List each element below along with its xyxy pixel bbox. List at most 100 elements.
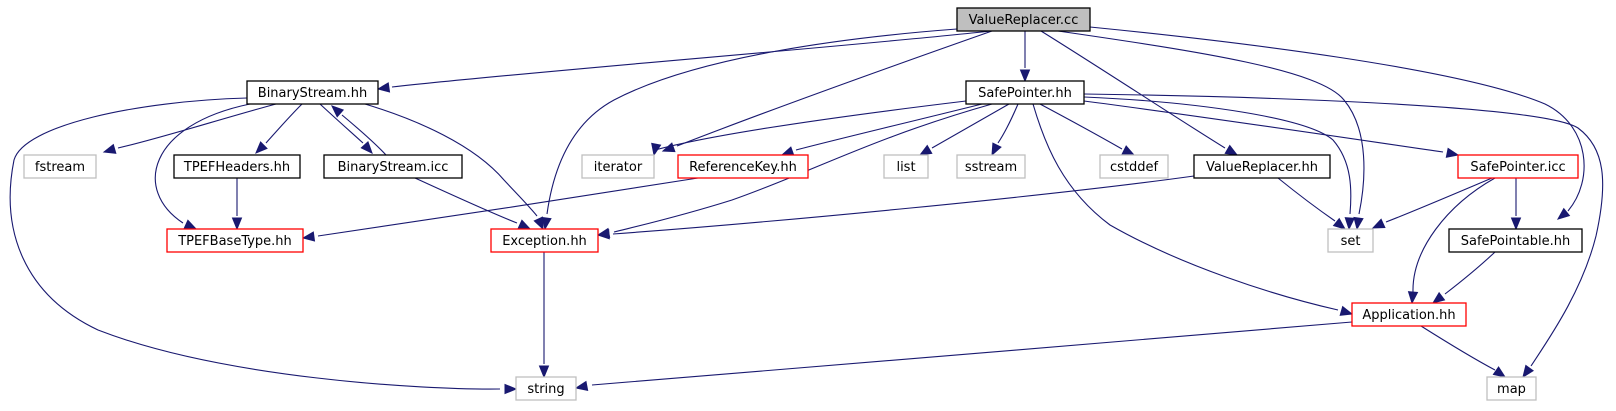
node-box	[1193, 154, 1331, 179]
node-valuereplacer-hh[interactable]: ValueReplacer.hh	[1193, 154, 1331, 179]
edge-tpefheaders_hh-to-tpefbasetype_hh	[231, 178, 243, 231]
node-label: sstream	[965, 160, 1017, 175]
node-label: SafePointer.icc	[1470, 160, 1565, 175]
edge-arrowhead	[517, 219, 532, 230]
edge-arrowhead	[1332, 217, 1347, 230]
edge-arrowhead	[538, 365, 550, 379]
edge-safepointer_icc-to-application_hh	[1407, 177, 1496, 305]
node-label: TPEFBaseType.hh	[177, 234, 292, 249]
edge-line	[1040, 30, 1226, 149]
node-label: SafePointable.hh	[1461, 234, 1571, 249]
edge-safepointer_icc-to-set	[1371, 177, 1493, 229]
node-label: string	[527, 382, 564, 397]
node-set: set	[1327, 228, 1374, 253]
edge-arrowhead	[1371, 218, 1386, 229]
node-label: Application.hh	[1362, 308, 1455, 323]
edge-line	[341, 114, 387, 156]
edge-line	[391, 30, 992, 88]
node-sstream: sstream	[956, 154, 1026, 179]
edge-line	[319, 103, 364, 144]
edge-line	[612, 175, 1195, 235]
node-label: cstddef	[1110, 160, 1159, 175]
node-safepointer-hh[interactable]: SafePointer.hh	[965, 80, 1085, 105]
edge-application_hh-to-map	[1420, 325, 1507, 378]
edge-arrowhead	[533, 216, 544, 231]
edge-valuereplacer_cc-to-safepointer_hh	[1019, 31, 1031, 83]
node-tpefbasetype-hh[interactable]: TPEFBaseType.hh	[166, 228, 304, 253]
edge-binarystream_hh-to-tpefheaders_hh	[255, 103, 303, 154]
edge-line	[654, 100, 967, 151]
edge-line	[591, 321, 1353, 386]
edge-arrowhead	[504, 383, 518, 395]
edge-arrowhead	[1407, 291, 1419, 305]
node-label: set	[1341, 234, 1361, 249]
edge-valuereplacer_cc-to-set	[1057, 30, 1365, 231]
edge-line	[154, 103, 251, 224]
edge-referencekey_hh-to-tpefbasetype_hh	[301, 177, 699, 242]
edge-binarystream_hh-to-fstream	[102, 103, 277, 154]
edge-safepointer_hh-to-application_hh	[1032, 103, 1354, 316]
node-cstddef: cstddef	[1099, 154, 1169, 179]
edge-arrowhead	[1431, 291, 1446, 304]
edge-line	[317, 177, 699, 237]
edge-arrowhead	[1556, 207, 1571, 220]
edge-arrowhead	[1224, 144, 1239, 156]
edge-layer	[9, 26, 1604, 395]
edge-line	[1057, 30, 1365, 215]
node-tpefheaders-hh[interactable]: TPEFHeaders.hh	[173, 154, 301, 179]
edge-line	[364, 103, 538, 217]
node-label: BinaryStream.hh	[258, 86, 367, 101]
node-label: map	[1497, 382, 1526, 397]
edge-safepointer_hh-to-map	[1083, 93, 1604, 379]
node-label: Exception.hh	[502, 234, 587, 249]
edge-binarystream_icc-to-exception_hh	[414, 177, 532, 230]
edge-line	[1083, 100, 1444, 153]
node-referencekey-hh[interactable]: ReferenceKey.hh	[677, 154, 809, 179]
edge-line	[613, 103, 993, 233]
edge-valuereplacer_hh-to-set	[1277, 177, 1347, 230]
node-box	[883, 154, 929, 179]
edge-line	[1277, 177, 1336, 222]
edge-arrowhead	[360, 140, 373, 154]
node-box	[1099, 154, 1169, 179]
node-label: TPEFHeaders.hh	[183, 160, 290, 175]
edge-arrowhead	[1492, 366, 1507, 378]
node-safepointable-hh[interactable]: SafePointable.hh	[1448, 228, 1583, 253]
node-valuereplacer-cc[interactable]: ValueReplacer.cc	[956, 7, 1091, 32]
edge-line	[676, 30, 993, 147]
edge-arrowhead	[541, 216, 552, 231]
node-label: list	[896, 160, 915, 175]
node-safepointer-icc[interactable]: SafePointer.icc	[1457, 154, 1579, 179]
node-binarystream-icc[interactable]: BinaryStream.icc	[323, 154, 463, 179]
node-box	[677, 154, 809, 179]
edge-valuereplacer_cc-to-binarystream_hh	[376, 30, 992, 93]
node-box	[956, 7, 1091, 32]
node-box	[1448, 228, 1583, 253]
edge-line	[1412, 177, 1496, 293]
edge-line	[1083, 96, 1352, 215]
node-iterator: iterator	[581, 154, 655, 179]
edge-safepointer_hh-to-list	[918, 103, 1010, 156]
edge-line	[1089, 26, 1585, 212]
node-label: BinaryStream.icc	[338, 160, 449, 175]
edge-safepointer_hh-to-sstream	[991, 103, 1019, 157]
edge-arrowhead	[331, 105, 345, 118]
edge-safepointer_icc-to-safepointable_hh	[1510, 178, 1522, 231]
edge-line	[1032, 103, 1339, 311]
edge-valuereplacer_cc-to-iterator	[661, 30, 993, 153]
edge-line	[997, 103, 1019, 144]
node-binarystream-hh[interactable]: BinaryStream.hh	[246, 80, 379, 105]
edge-safepointer_hh-to-iterator	[651, 100, 967, 157]
edge-line	[1420, 325, 1496, 371]
edge-line	[1039, 103, 1123, 150]
edge-arrowhead	[918, 144, 933, 156]
node-exception-hh[interactable]: Exception.hh	[490, 228, 599, 253]
node-application-hh[interactable]: Application.hh	[1351, 302, 1467, 327]
edge-arrowhead	[183, 219, 198, 230]
edge-line	[795, 103, 983, 151]
edge-safepointer_hh-to-safepointer_icc	[1083, 100, 1460, 158]
edge-safepointable_hh-to-application_hh	[1431, 251, 1496, 304]
edge-line	[546, 28, 958, 215]
edge-arrowhead	[1344, 217, 1355, 231]
